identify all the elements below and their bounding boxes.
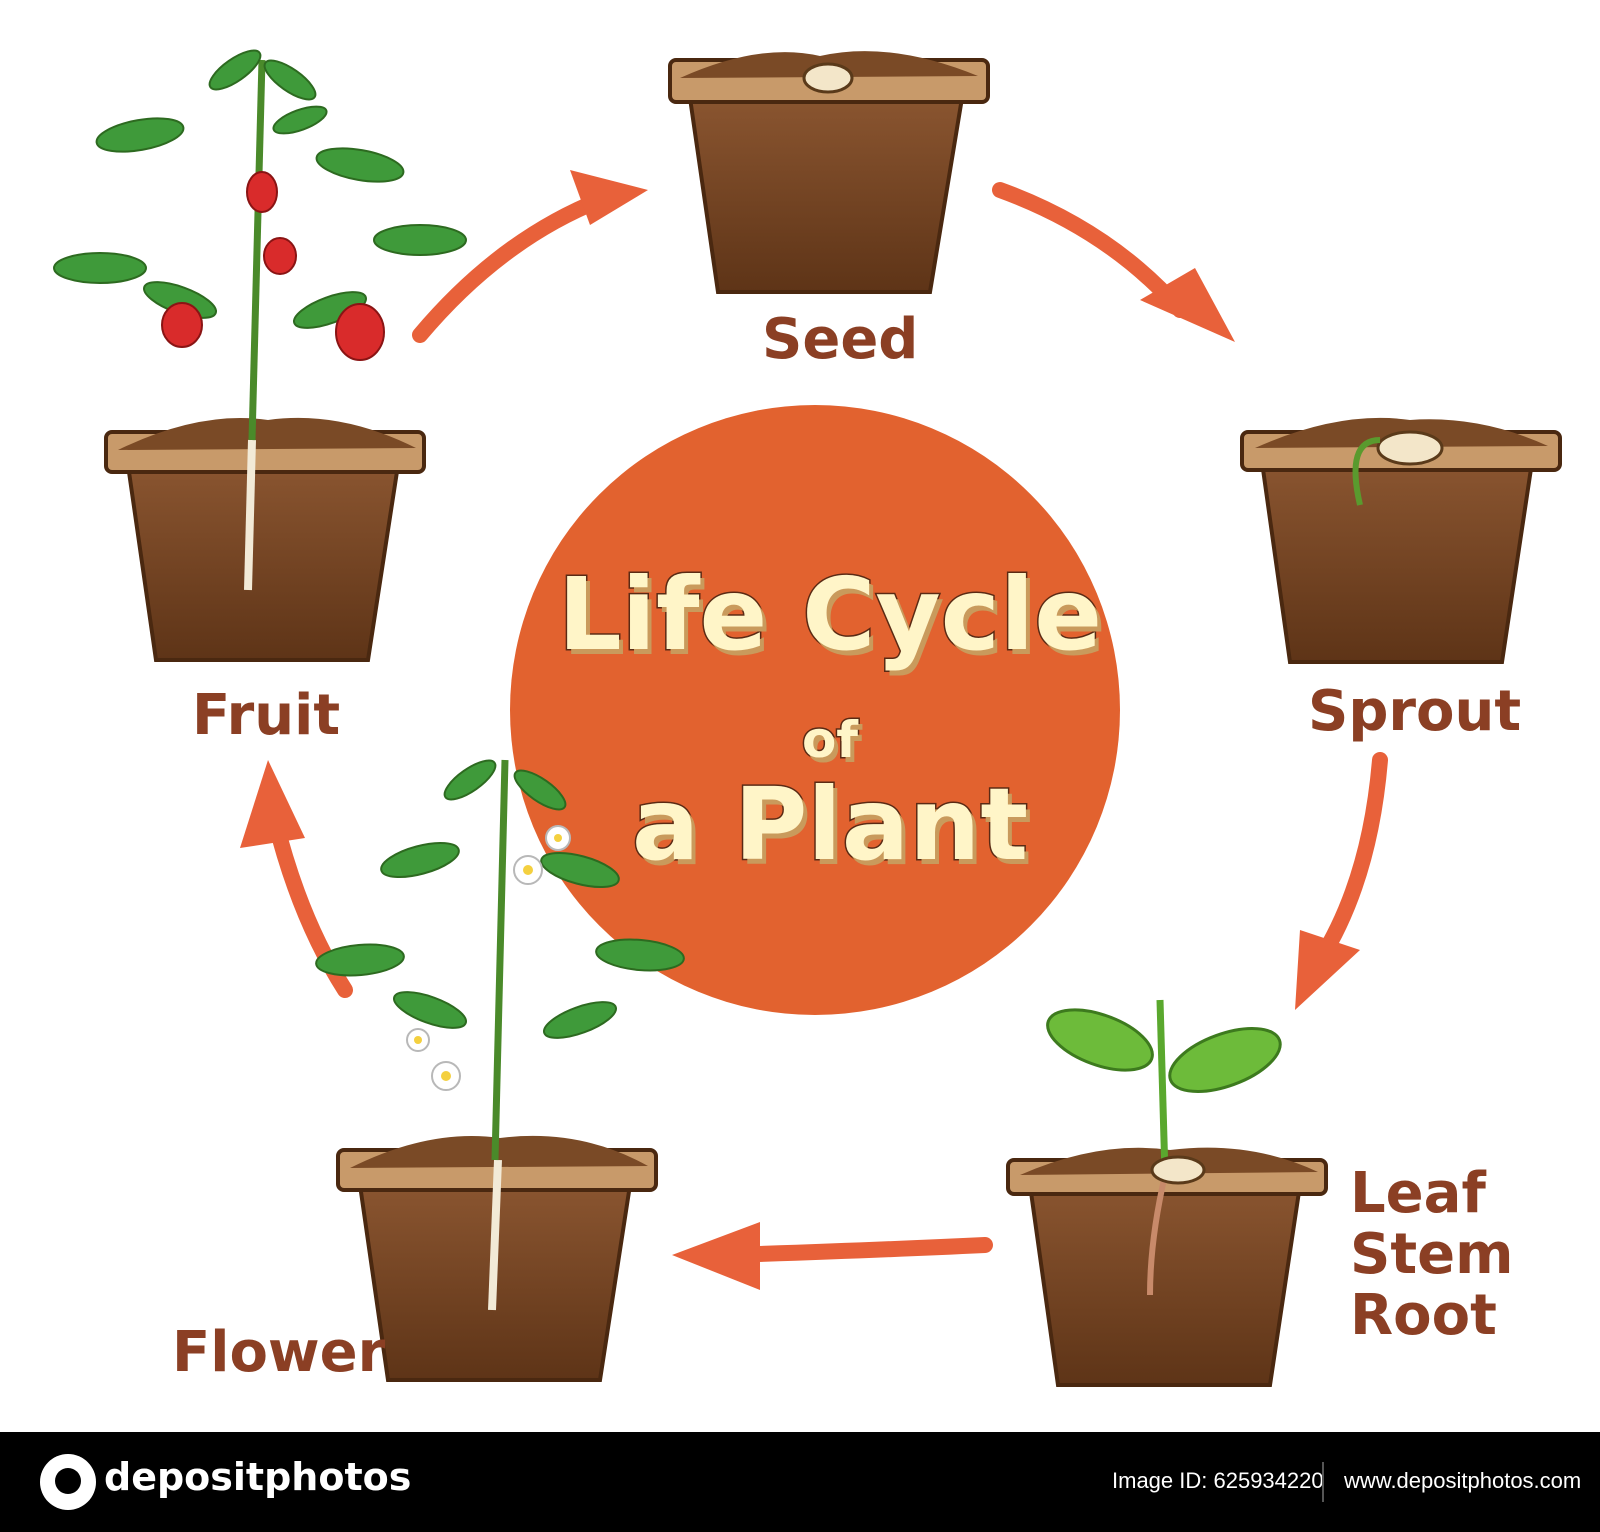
stage-label-leaf: Leaf (1350, 1161, 1486, 1226)
stage-label-flower: Flower (172, 1320, 386, 1385)
diagram-title-line1: Life Cycle (556, 556, 1103, 673)
diagram-title-line3: a Plant (630, 766, 1029, 883)
sprout-pot (1240, 417, 1562, 664)
arrow-seed-to-sprout (992, 182, 1235, 342)
arrow-fruit-to-seed (412, 170, 648, 343)
title-circle (510, 405, 1120, 1015)
arrow-sprout-to-leaf (1295, 752, 1388, 1010)
stage-label-stem: Stem (1350, 1221, 1514, 1287)
arrow-leaf-to-flower (672, 1222, 993, 1290)
depositphotos-logo-icon (40, 1454, 96, 1510)
seed-pot (668, 51, 990, 294)
site-url-link[interactable]: www.depositphotos.com (1344, 1468, 1582, 1493)
brand-name: depositphotos (104, 1455, 412, 1499)
diagram-artwork (53, 49, 1562, 1387)
image-id-text: Image ID: 625934220 (1112, 1468, 1324, 1493)
footer-bar: depositphotos Image ID: 625934220 www.de… (0, 1432, 1600, 1532)
stage-label-sprout: Sprout (1308, 679, 1522, 744)
diagram-title-line2: of (800, 711, 859, 769)
stage-label-seedling: Leaf Stem Root (1350, 1161, 1514, 1348)
flower-pot (315, 759, 685, 1382)
fruit-pot (53, 49, 467, 662)
stage-label-root: Root (1350, 1282, 1497, 1348)
footer-divider (1322, 1462, 1324, 1502)
stage-label-fruit: Fruit (192, 683, 341, 748)
stage-label-seed: Seed (762, 307, 919, 372)
seedling-pot (1006, 999, 1328, 1387)
